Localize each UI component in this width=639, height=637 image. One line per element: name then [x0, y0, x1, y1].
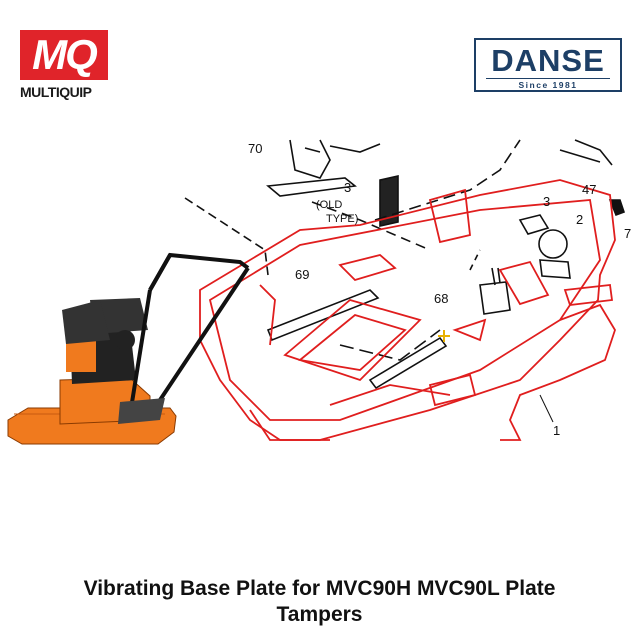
plate-tamper-illustration	[7, 252, 250, 445]
danse-divider	[486, 78, 610, 79]
danse-since-text: Since 1981	[518, 80, 578, 90]
part-label: 69	[295, 267, 309, 282]
mq-logo-mark: MQ	[20, 30, 108, 80]
part-label: 1	[553, 423, 560, 438]
danse-wordmark: DANSE	[491, 43, 605, 78]
part-label: 47	[582, 182, 596, 197]
part-label: 3	[543, 194, 550, 209]
diagram-line-art	[184, 139, 626, 390]
part-label: 3	[344, 180, 351, 195]
part-label: 7	[624, 226, 631, 241]
part-label: TYPE)	[326, 213, 358, 225]
part-label: 2	[576, 212, 583, 227]
product-caption: Vibrating Base Plate for MVC90H MVC90L P…	[0, 576, 639, 628]
danse-logo: DANSE Since 1981	[474, 38, 622, 92]
base-plate-outline	[199, 179, 616, 441]
part-label: 68	[434, 291, 448, 306]
mq-logo-text: MQ	[32, 31, 98, 78]
caption-line-2: Tampers	[276, 603, 363, 626]
part-label: (OLD	[316, 199, 342, 211]
multiquip-wordmark: MULTIQUIP	[20, 84, 92, 100]
parts-diagram: 70 3 (OLD TYPE) 47 3 2 7 69 68 1	[7, 139, 631, 445]
caption-line-1: Vibrating Base Plate for MVC90H MVC90L P…	[83, 577, 556, 600]
part-label: 70	[248, 141, 262, 156]
multiquip-logo: MQ MULTIQUIP	[20, 30, 112, 102]
